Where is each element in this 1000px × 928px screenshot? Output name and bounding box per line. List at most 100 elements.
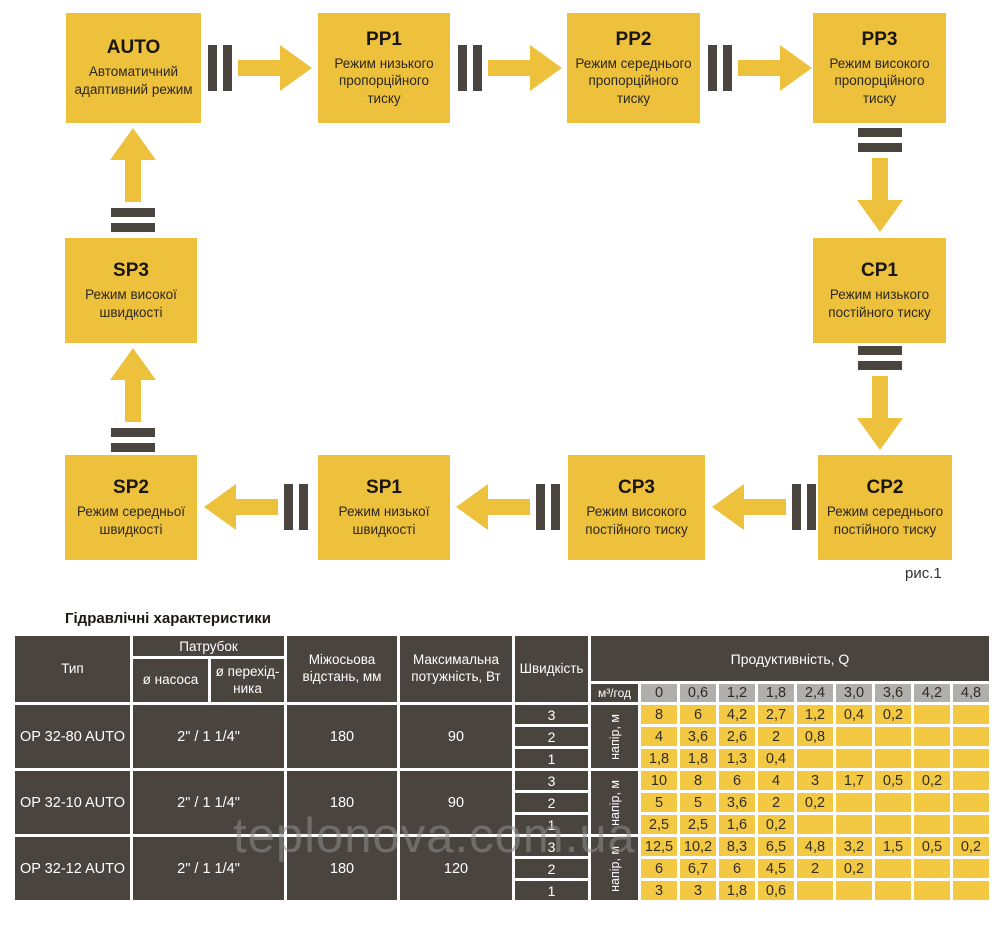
flow-value-cell	[875, 749, 911, 768]
flow-value-cell	[914, 749, 950, 768]
mode-description: Режим середньої швидкості	[77, 503, 185, 537]
flow-value-cell	[836, 727, 872, 746]
pause-bars-icon	[458, 45, 482, 91]
distance-cell: 180	[287, 705, 397, 768]
equals-bars-icon	[111, 208, 155, 232]
head-unit-label: напір, м	[607, 779, 622, 826]
header-adapter-diameter: ø перехід-ника	[211, 659, 284, 702]
speed-cell: 3	[515, 705, 588, 724]
speed-cell: 1	[515, 749, 588, 768]
flow-value-cell	[953, 815, 989, 834]
table-row: OP 32-80 AUTO 2" / 1 1/4" 180 90 3 2 1 н…	[15, 705, 989, 768]
flow-value-cell: 6	[641, 859, 677, 878]
header-pipe-group: Патрубок ø насоса ø перехід-ника	[133, 636, 284, 702]
head-unit-cell: напір, м	[591, 837, 638, 900]
header-power: Максимальна потужність, Вт	[400, 636, 512, 702]
mode-node-auto: AUTO Автоматичний адаптивний режим	[66, 13, 201, 123]
mode-node-sp2: SP2 Режим середньої швидкості	[65, 455, 197, 560]
connector-sp2-to-sp3	[103, 348, 163, 452]
pipe-size-cell: 2" / 1 1/4"	[133, 771, 284, 834]
pause-bars-icon	[708, 45, 732, 91]
flow-value-cell: 0,2	[875, 705, 911, 724]
power-cell: 120	[400, 837, 512, 900]
flow-value-cell: 2,5	[641, 815, 677, 834]
speed-cell: 2	[515, 727, 588, 746]
arrow-up-icon	[110, 348, 156, 422]
connector-sp3-to-auto	[103, 128, 163, 232]
arrow-right-icon	[488, 45, 562, 91]
flow-value-cell	[797, 881, 833, 900]
flow-value-cell	[875, 815, 911, 834]
equals-bars-icon	[111, 428, 155, 452]
pause-bars-icon	[208, 45, 232, 91]
connector-pp2-to-pp3	[708, 38, 812, 98]
flow-value-cell	[914, 859, 950, 878]
flow-value-cell	[953, 705, 989, 724]
flow-value-cell	[914, 705, 950, 724]
mode-node-sp1: SP1 Режим низької швидкості	[318, 455, 450, 560]
figure-caption: рис.1	[905, 565, 942, 582]
speed-cell: 2	[515, 859, 588, 878]
flow-value-cell: 1,2	[797, 705, 833, 724]
arrow-right-icon	[738, 45, 812, 91]
mode-node-pp3: PP3 Режим високого пропорційного тиску	[813, 13, 946, 123]
mode-description: Режим низького постійного тиску	[828, 286, 931, 320]
header-type: Тип	[15, 636, 130, 702]
flow-value-cell: 8	[641, 705, 677, 724]
flow-value-cell	[875, 727, 911, 746]
flow-value-cell	[953, 793, 989, 812]
flow-value-cell	[914, 881, 950, 900]
connector-cp1-to-cp2	[850, 346, 910, 450]
flow-value-cell: 2	[758, 727, 794, 746]
arrow-down-icon	[857, 158, 903, 232]
equals-bars-icon	[858, 346, 902, 370]
power-cell: 90	[400, 705, 512, 768]
flow-rate-header-cell: 1,8	[758, 684, 794, 702]
head-unit-label: напір, м	[607, 845, 622, 892]
mode-description: Режим середнього постійного тиску	[826, 503, 944, 537]
flow-value-cell	[953, 881, 989, 900]
mode-code: SP3	[113, 259, 149, 281]
hydraulics-table: Тип Патрубок ø насоса ø перехід-ника Між…	[15, 636, 989, 900]
distance-cell: 180	[287, 771, 397, 834]
flow-value-cell: 1,8	[680, 749, 716, 768]
flow-value-cell: 6	[719, 859, 755, 878]
flow-value-cell: 5	[680, 793, 716, 812]
flow-value-cell: 6	[719, 771, 755, 790]
connector-cp2-to-cp3	[712, 477, 816, 537]
mode-node-sp3: SP3 Режим високої швидкості	[65, 238, 197, 343]
speed-cell: 1	[515, 815, 588, 834]
speed-cell: 3	[515, 837, 588, 856]
mode-code: PP2	[615, 28, 652, 50]
mode-code: PP3	[861, 28, 898, 50]
connector-auto-to-pp1	[208, 38, 312, 98]
mode-description: Режим середнього пропорційного тиску	[575, 55, 692, 106]
flow-value-cell: 0,5	[914, 837, 950, 856]
pump-type-cell: OP 32-12 AUTO	[15, 837, 130, 900]
flow-value-cell: 0,2	[797, 793, 833, 812]
equals-bars-icon	[858, 128, 902, 152]
mode-code: AUTO	[106, 37, 161, 59]
flow-value-cell: 6,5	[758, 837, 794, 856]
flow-value-cell: 0,4	[836, 705, 872, 724]
mode-description: Автоматичний адаптивний режим	[74, 64, 193, 97]
pump-type-cell: OP 32-80 AUTO	[15, 705, 130, 768]
flow-value-cell: 1,5	[875, 837, 911, 856]
pipe-size-cell: 2" / 1 1/4"	[133, 837, 284, 900]
flow-value-cell: 2,6	[719, 727, 755, 746]
head-unit-cell: напір, м	[591, 705, 638, 768]
connector-sp1-to-sp2	[204, 477, 308, 537]
flow-value-cell: 0,8	[797, 727, 833, 746]
flow-value-cell: 0,6	[758, 881, 794, 900]
speed-cell: 2	[515, 793, 588, 812]
flow-value-cell: 1,3	[719, 749, 755, 768]
pause-bars-icon	[536, 484, 560, 530]
flow-rate-header-cell: 2,4	[797, 684, 833, 702]
